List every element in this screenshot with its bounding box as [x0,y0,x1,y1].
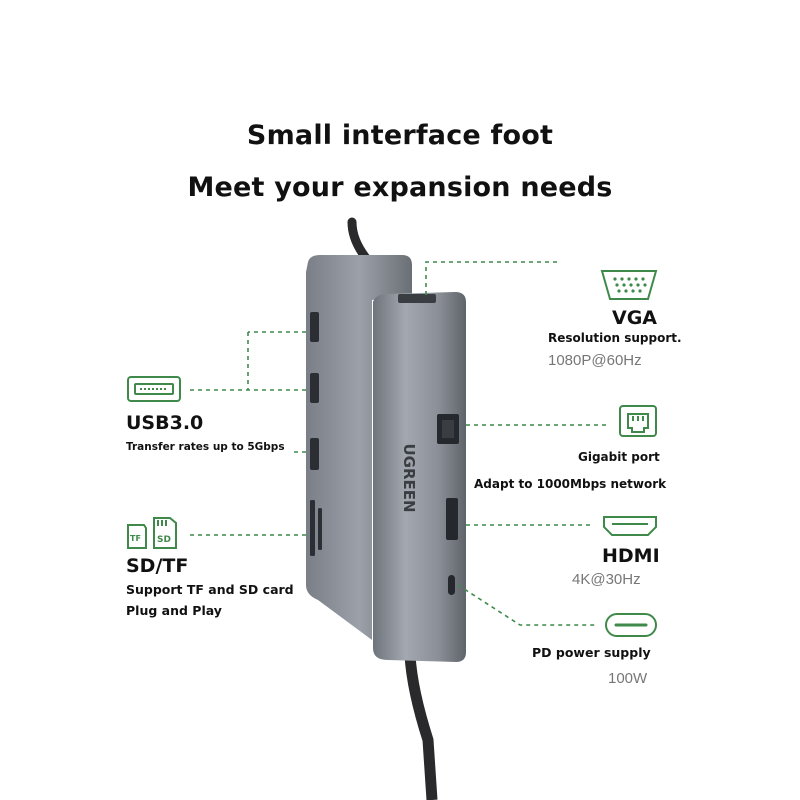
vga-spec: 1080P@60Hz [548,352,642,369]
usb-c-port [448,575,455,595]
usb-port-1 [310,312,319,342]
usb-port-icon [127,376,181,402]
hdmi-port-icon [603,516,657,536]
pd-spec: 100W [608,670,648,687]
hub-back-body [306,255,412,640]
usb-c-port-icon [605,613,657,637]
vga-port-icon [600,270,658,300]
usb-port-2 [310,373,319,403]
usb-port-3 [310,438,319,470]
tf-slot [318,508,322,550]
hub-front-body [373,292,466,662]
vga-port [398,294,436,303]
sdtf-description-line-2: Plug and Play [126,603,222,618]
ethernet-description: Adapt to 1000Mbps network [474,477,667,491]
tf-icon-text: TF [130,534,141,543]
sdtf-title: SD/TF [126,555,189,577]
sd-slot [310,500,315,556]
leader-lines [188,261,610,626]
usb-title: USB3.0 [126,412,204,434]
usb-description: Transfer rates up to 5Gbps [126,441,285,453]
top-cable [347,217,371,263]
hdmi-title: HDMI [602,545,660,567]
sd-tf-card-icon [127,517,177,549]
bottom-cable [404,654,438,800]
headline-line-1: Small interface foot [246,120,554,151]
vga-title: VGA [612,307,658,329]
hdmi-port [446,498,458,540]
hdmi-spec: 4K@30Hz [572,571,641,588]
sdtf-description-line-1: Support TF and SD card [126,582,294,597]
brand-logo: UGREEN [400,443,418,512]
ethernet-title: Gigabit port [578,450,660,464]
ethernet-port-icon [619,405,657,437]
sd-icon-text: SD [157,535,171,545]
vga-description: Resolution support. [548,331,682,345]
pd-title: PD power supply [532,645,651,660]
headline-line-2: Meet your expansion needs [187,172,613,203]
